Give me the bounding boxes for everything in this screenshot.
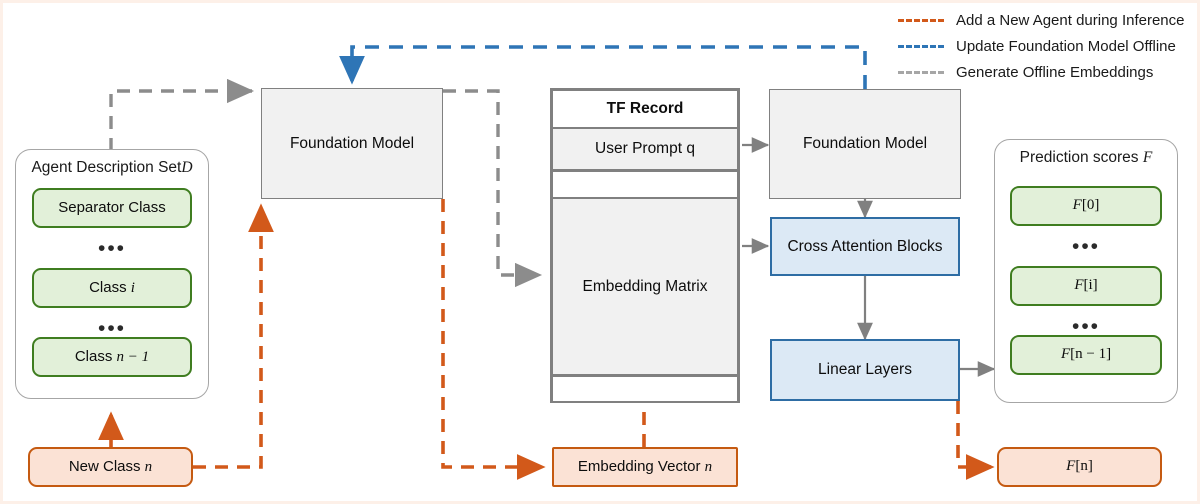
prediction-scores-title: Prediction scores F <box>995 149 1177 167</box>
prediction-score-i[interactable]: F[i] <box>1010 266 1162 306</box>
legend-label-generate-offline-embeddings: Generate Offline Embeddings <box>956 63 1154 81</box>
prediction-ellipsis-bottom: ••• <box>1071 315 1101 338</box>
foundation-model-offline-label: Foundation Model <box>289 134 415 152</box>
agent-class-separator-label: Separator Class <box>58 199 166 217</box>
tf-record-divider-4 <box>553 374 737 377</box>
cross-attention-blocks-box[interactable]: Cross Attention Blocks <box>770 217 960 276</box>
tf-record-divider-2 <box>553 169 737 172</box>
edge-foundationmodel-to-embeddingvector <box>441 199 546 480</box>
legend: Add a New Agent during Inference Update … <box>898 7 1197 85</box>
prediction-score-n-minus-1-label: F[n − 1] <box>1060 346 1112 363</box>
prediction-ellipsis-top: ••• <box>1071 235 1101 258</box>
tf-record-title: TF Record <box>553 91 737 127</box>
prediction-score-i-label: F[i] <box>1074 277 1098 294</box>
agent-description-set-title: Agent Description SetD <box>16 159 208 177</box>
tf-record-blank-row-2 <box>553 376 737 401</box>
prediction-scores-title-text: Prediction scores <box>1019 149 1139 166</box>
foundation-model-inference-label: Foundation Model <box>802 135 928 153</box>
legend-dash-icon-orange <box>898 18 944 22</box>
tf-record-divider-3 <box>553 196 737 200</box>
cross-attention-blocks-label: Cross Attention Blocks <box>787 237 943 255</box>
new-class-box[interactable]: New Class n <box>28 447 193 487</box>
embedding-vector-label: Embedding Vector n <box>577 457 713 475</box>
agent-class-n-minus-1-label: Class n − 1 <box>74 347 150 365</box>
tf-record-box: TF Record User Prompt q Embedding Matrix <box>550 88 740 403</box>
tf-record-blank-row-1 <box>553 171 737 197</box>
linear-layers-box[interactable]: Linear Layers <box>770 339 960 401</box>
embedding-vector-box[interactable]: Embedding Vector n <box>552 447 738 487</box>
edge-update-foundation-model-offline <box>339 45 867 89</box>
edge-newclass-to-foundationmodel <box>193 203 274 469</box>
agent-set-title-symbol: D <box>181 159 193 176</box>
foundation-model-inference-box[interactable]: Foundation Model <box>769 89 961 199</box>
agent-description-set-panel: Agent Description SetD Separator Class •… <box>15 149 209 399</box>
legend-item-generate-offline-embeddings: Generate Offline Embeddings <box>898 59 1197 85</box>
agent-ellipsis-bottom: ••• <box>97 317 127 340</box>
agent-class-n-minus-1[interactable]: Class n − 1 <box>32 337 192 377</box>
tf-record-user-prompt-row[interactable]: User Prompt q <box>553 129 737 170</box>
edge-agentset-to-foundationmodel <box>109 78 255 151</box>
legend-label-add-new-agent: Add a New Agent during Inference <box>956 11 1185 29</box>
prediction-scores-panel: Prediction scores F F[0] ••• F[i] ••• F[… <box>994 139 1178 403</box>
prediction-score-0[interactable]: F[0] <box>1010 186 1162 226</box>
foundation-model-offline-box[interactable]: Foundation Model <box>261 88 443 199</box>
prediction-score-0-label: F[0] <box>1072 197 1100 214</box>
legend-label-update-foundation-model: Update Foundation Model Offline <box>956 37 1176 55</box>
tf-record-divider-1 <box>553 127 737 130</box>
prediction-scores-title-symbol: F <box>1142 149 1153 166</box>
linear-layers-label: Linear Layers <box>818 361 912 379</box>
agent-class-i[interactable]: Class i <box>32 268 192 308</box>
agent-class-i-label: Class i <box>89 278 135 296</box>
edge-linearlayers-to-newscore <box>956 401 995 480</box>
prediction-score-n-minus-1[interactable]: F[n − 1] <box>1010 335 1162 375</box>
agent-set-title-text: Agent Description Set <box>31 159 182 176</box>
legend-item-add-new-agent: Add a New Agent during Inference <box>898 7 1197 33</box>
edge-foundationmodel-to-embeddingmatrix <box>443 89 543 288</box>
legend-dash-icon-blue <box>898 44 944 48</box>
legend-dash-icon-gray <box>898 70 944 74</box>
agent-ellipsis-top: ••• <box>97 237 127 260</box>
agent-class-separator[interactable]: Separator Class <box>32 188 192 228</box>
new-prediction-score-label: F[n] <box>1066 458 1093 475</box>
edge-layer <box>98 45 996 480</box>
legend-item-update-foundation-model: Update Foundation Model Offline <box>898 33 1197 59</box>
tf-record-embedding-matrix-row[interactable]: Embedding Matrix <box>553 199 737 375</box>
new-class-label: New Class n <box>68 457 153 475</box>
new-prediction-score-box[interactable]: F[n] <box>997 447 1162 487</box>
